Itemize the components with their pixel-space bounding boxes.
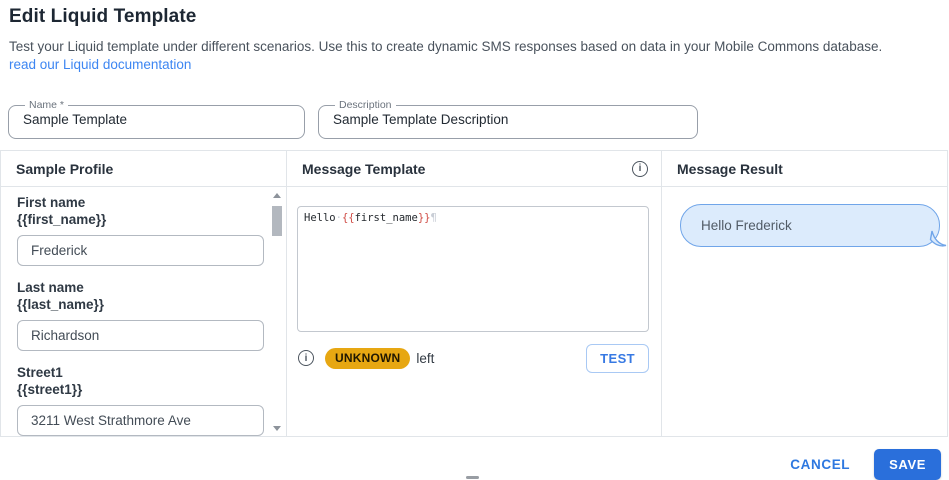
name-field-label: Name * — [29, 99, 65, 111]
save-button[interactable]: SAVE — [874, 449, 941, 480]
newline-pilcrow-glyph: ¶ — [430, 212, 437, 224]
scrollbar-thumb[interactable] — [272, 206, 282, 236]
description-field-label: Description — [339, 99, 392, 111]
sample-profile-header: Sample Profile — [1, 151, 287, 187]
liquid-open-brace: {{ — [341, 212, 355, 224]
last-name-input[interactable] — [17, 320, 264, 351]
whitespace-dot-glyph: · — [335, 212, 342, 224]
message-result-column: Hello Frederick — [662, 187, 947, 436]
scrollbar-down-icon[interactable] — [272, 423, 282, 433]
count-left-label: left — [416, 350, 435, 366]
test-button[interactable]: TEST — [586, 343, 649, 373]
description-field-group: Description — [318, 100, 698, 139]
template-code-editor[interactable]: Hello·{{first_name}}¶ — [297, 206, 649, 332]
name-input[interactable] — [21, 111, 292, 132]
field-label: Street1 — [17, 365, 63, 380]
profile-field-first-name: First name {{first_name}} — [17, 194, 264, 266]
page-subtitle: Test your Liquid template under differen… — [9, 39, 883, 54]
field-label: First name — [17, 195, 86, 210]
cancel-button[interactable]: CANCEL — [786, 451, 854, 478]
description-input[interactable] — [331, 111, 685, 132]
field-variable: {{first_name}} — [17, 212, 107, 227]
page-title: Edit Liquid Template — [9, 6, 197, 27]
page-scroll-dash — [466, 476, 479, 479]
message-template-column: Hello·{{first_name}}¶ i UNKNOWN left TES… — [287, 187, 662, 436]
field-variable: {{street1}} — [17, 382, 83, 397]
template-info-icon[interactable]: i — [632, 160, 648, 177]
profile-scrollbar[interactable] — [271, 190, 283, 433]
liquid-docs-link[interactable]: read our Liquid documentation — [9, 57, 192, 72]
profile-field-list: First name {{first_name}} Last name {{la… — [1, 187, 264, 436]
profile-field-street1: Street1 {{street1}} — [17, 364, 264, 436]
field-variable: {{last_name}} — [17, 297, 105, 312]
street1-input[interactable] — [17, 405, 264, 436]
field-label: Last name — [17, 280, 84, 295]
page-header: Edit Liquid Template Test your Liquid te… — [9, 6, 939, 74]
count-info-icon[interactable]: i — [298, 350, 314, 366]
dialog-actions: CANCEL SAVE — [786, 449, 941, 480]
code-token: Hello — [304, 212, 336, 224]
sms-result-bubble: Hello Frederick — [680, 204, 947, 247]
first-name-input[interactable] — [17, 235, 264, 266]
scrollbar-up-icon[interactable] — [272, 190, 282, 200]
name-field-group: Name * — [8, 100, 305, 139]
bubble-tail-icon — [929, 230, 947, 247]
template-tester-panel: Sample Profile Message Template i Messag… — [0, 150, 948, 437]
message-result-header: Message Result — [662, 151, 947, 187]
character-count-row: i UNKNOWN left TEST — [298, 343, 649, 373]
sample-profile-column: First name {{first_name}} Last name {{la… — [1, 187, 287, 436]
liquid-close-brace: }} — [417, 212, 431, 224]
sample-profile-header-label: Sample Profile — [16, 160, 114, 177]
message-template-header: Message Template i — [287, 151, 662, 187]
message-template-header-label: Message Template — [302, 160, 426, 177]
profile-field-last-name: Last name {{last_name}} — [17, 279, 264, 351]
sms-result-text: Hello Frederick — [701, 218, 792, 233]
message-result-header-label: Message Result — [677, 160, 783, 177]
unknown-count-badge: UNKNOWN — [325, 347, 411, 369]
liquid-variable: first_name — [354, 212, 418, 224]
